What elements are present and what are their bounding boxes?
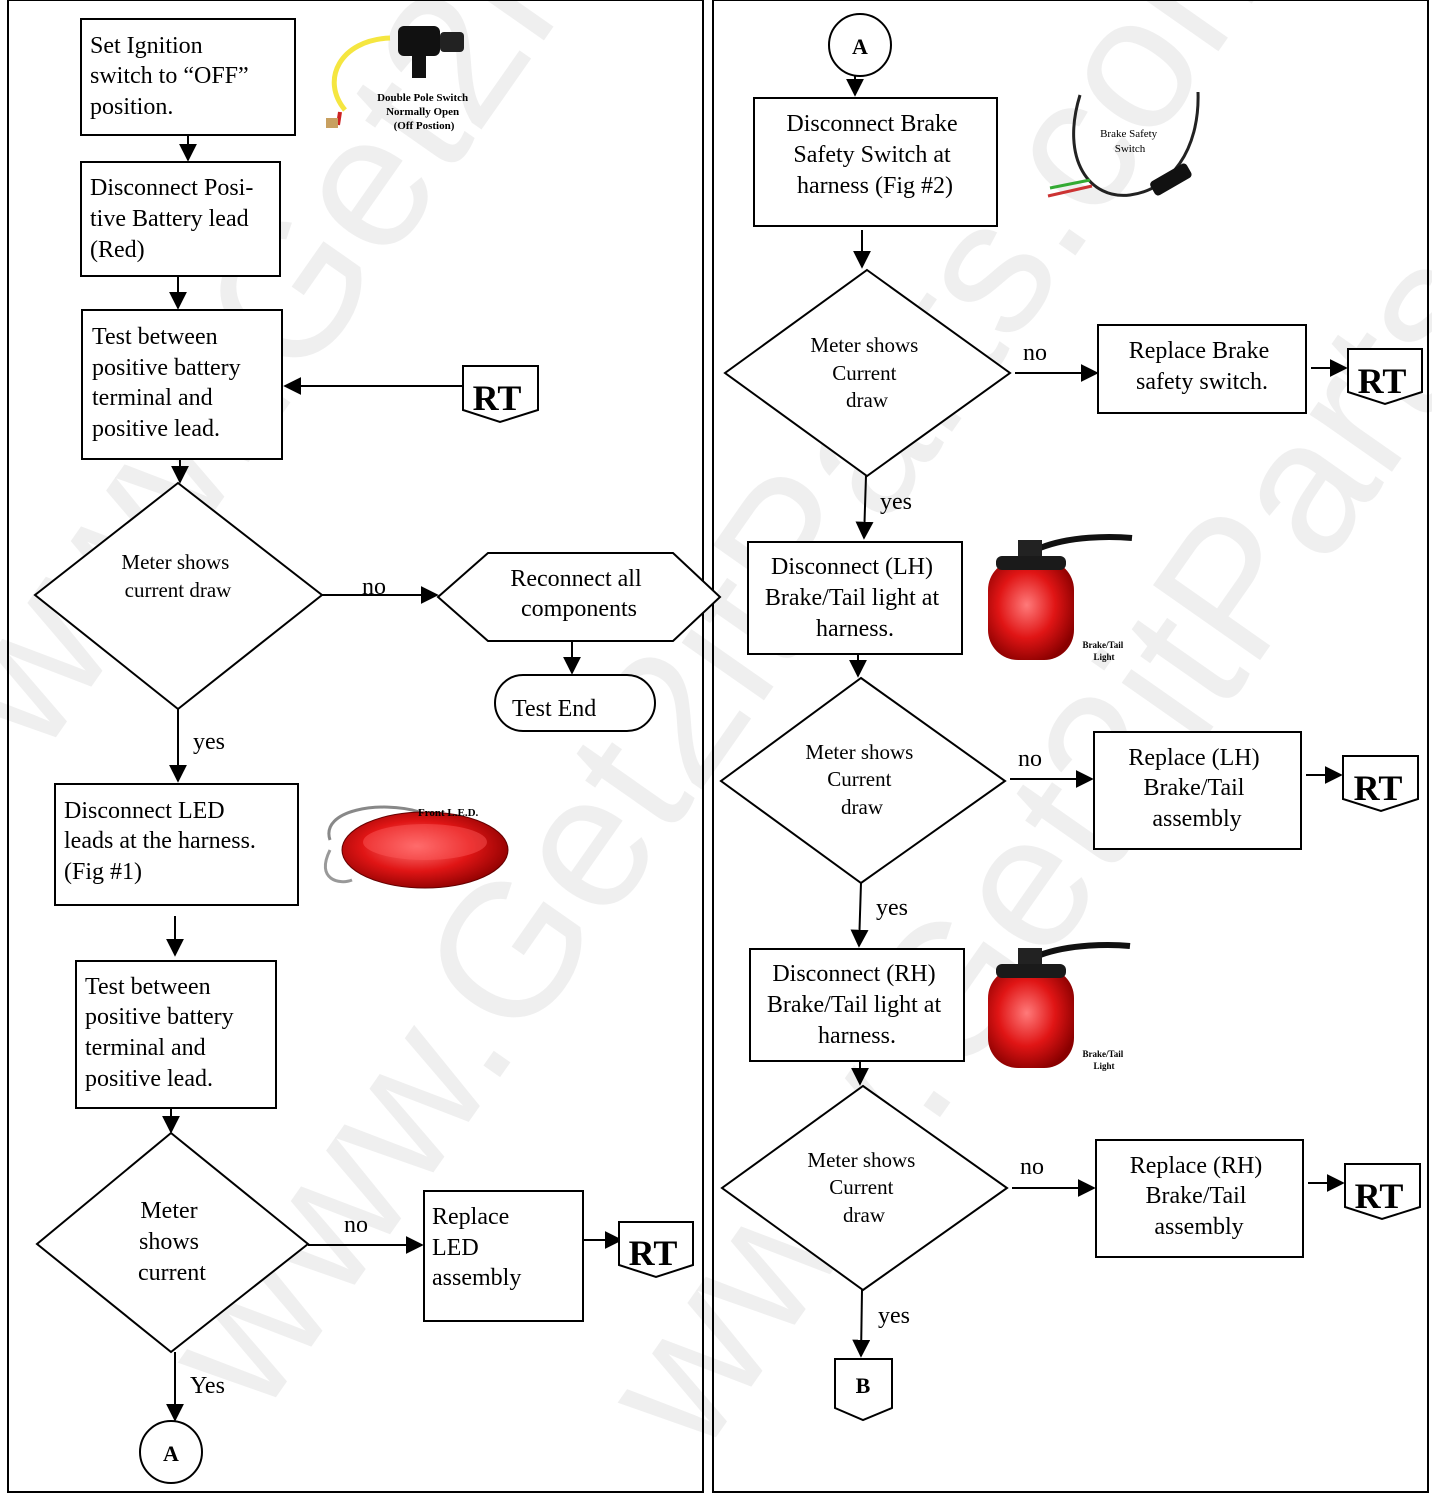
rt-label-r3: RT: [1355, 1176, 1404, 1216]
rt-return-box-r2: [1342, 755, 1419, 813]
disconnect-brake-safety-text: Disconnect Brake Safety Switch at harnes…: [786, 111, 963, 199]
arrow-decision-r1-yes: [855, 475, 874, 540]
connector-a-top: [828, 13, 892, 77]
replace-rh-text: Replace (RH) Brake/Tail assembly: [1130, 1153, 1269, 1240]
connector-a-bottom-label: A: [163, 1441, 179, 1466]
disconnect-led-box: [54, 783, 299, 906]
front-led-image: [323, 805, 509, 889]
disconnect-rh-text: Disconnect (RH) Brake/Tail light at harn…: [767, 961, 947, 1049]
replace-lh-box: [1093, 731, 1302, 850]
right-panel-border: [712, 0, 1429, 1493]
rh-brake-tail-light-caption: Brake/Tail Light: [1083, 1049, 1126, 1071]
no-label-2: no: [344, 1212, 368, 1238]
disconnect-led-text: Disconnect LED leads at the harness. (Fi…: [64, 798, 262, 885]
disconnect-lh-text: Disconnect (LH) Brake/Tail light at harn…: [765, 554, 945, 642]
connector-b-label: B: [856, 1373, 871, 1398]
meter-decision-2: [35, 1131, 310, 1354]
rt-return-box-r1: [1347, 348, 1423, 406]
connector-b: [834, 1358, 893, 1422]
disconnect-lh-box: [747, 541, 963, 655]
no-label-1: no: [362, 574, 386, 600]
yes-label-1: yes: [193, 729, 225, 755]
meter-decision-r3: [720, 1084, 1009, 1292]
test-between-box-2: [75, 960, 277, 1109]
rt-label-r1: RT: [1358, 361, 1407, 401]
test-end-terminator: [494, 674, 656, 732]
meter-decision-2-text: Meter shows current: [138, 1198, 206, 1286]
rt-return-box-r3: [1344, 1163, 1421, 1221]
reconnect-components-text: Reconnect all components: [510, 566, 647, 622]
meter-decision-r3-text: Meter shows Current draw: [807, 1148, 920, 1227]
set-ignition-text: Set Ignition switch to “OFF” position.: [90, 33, 255, 120]
rt-return-box-1: [462, 365, 539, 424]
no-label-r3: no: [1020, 1154, 1044, 1180]
left-panel-border: [7, 0, 704, 1493]
disconnect-positive-text: Disconnect Posi- tive Battery lead (Red): [90, 175, 259, 263]
replace-brake-safety-box: [1097, 324, 1307, 414]
replace-rh-box: [1095, 1139, 1304, 1258]
disconnect-rh-box: [749, 948, 965, 1062]
double-pole-switch-image: [326, 26, 464, 128]
front-led-caption: Front L.E.D.: [418, 807, 479, 819]
disconnect-brake-safety-box: [753, 97, 998, 227]
no-label-r2: no: [1018, 746, 1042, 772]
left-panel: Set Ignition switch to “OFF” position. D…: [33, 18, 722, 1484]
yes-label-r1: yes: [880, 489, 912, 515]
rt-return-box-2: [618, 1221, 694, 1279]
test-between-text-2: Test between positive battery terminal a…: [85, 974, 240, 1092]
test-between-box-1: [81, 309, 283, 460]
meter-decision-r1-text: Meter shows Current draw: [810, 333, 923, 412]
yes-label-2: Yes: [190, 1373, 225, 1399]
meter-decision-1-text: Meter shows current draw: [121, 550, 234, 602]
set-ignition-box: [80, 18, 296, 136]
arrow-decision-r3-yes: [852, 1289, 871, 1358]
connector-a-top-label: A: [852, 34, 868, 59]
reconnect-components-box: [436, 552, 722, 642]
arrow-decision-r2-yes: [850, 882, 869, 948]
meter-decision-r2-text: Meter shows Current draw: [805, 740, 918, 819]
rt-label-2: RT: [629, 1233, 678, 1273]
connector-a-bottom: [139, 1420, 203, 1484]
replace-led-box: [423, 1190, 584, 1322]
replace-led-text: Replace LED assembly: [432, 1204, 521, 1291]
replace-brake-safety-text: Replace Brake safety switch.: [1129, 338, 1276, 395]
yes-label-r3: yes: [878, 1303, 910, 1329]
rt-label-1: RT: [473, 378, 522, 418]
rh-brake-tail-light-image: [988, 941, 1131, 1068]
yes-label-r2: yes: [876, 895, 908, 921]
meter-decision-r1: [723, 268, 1012, 478]
rt-label-r2: RT: [1354, 768, 1403, 808]
brake-safety-switch-caption: Brake Safety Switch: [1100, 128, 1160, 155]
right-panel: A Disconnect Brake Safety Switch at harn…: [719, 13, 1423, 1422]
no-label-r1: no: [1023, 340, 1047, 366]
replace-lh-text: Replace (LH) Brake/Tail assembly: [1128, 745, 1265, 832]
double-pole-switch-caption: Double Pole Switch Normally Open (Off Po…: [377, 92, 471, 132]
test-between-text-1: Test between positive battery terminal a…: [92, 324, 247, 442]
lh-brake-tail-light-caption: Brake/Tail Light: [1083, 640, 1126, 662]
disconnect-positive-box: [80, 161, 281, 277]
test-end-text: Test End: [512, 696, 596, 722]
brake-safety-switch-image: [1047, 91, 1200, 198]
lh-brake-tail-light-image: [988, 534, 1133, 660]
